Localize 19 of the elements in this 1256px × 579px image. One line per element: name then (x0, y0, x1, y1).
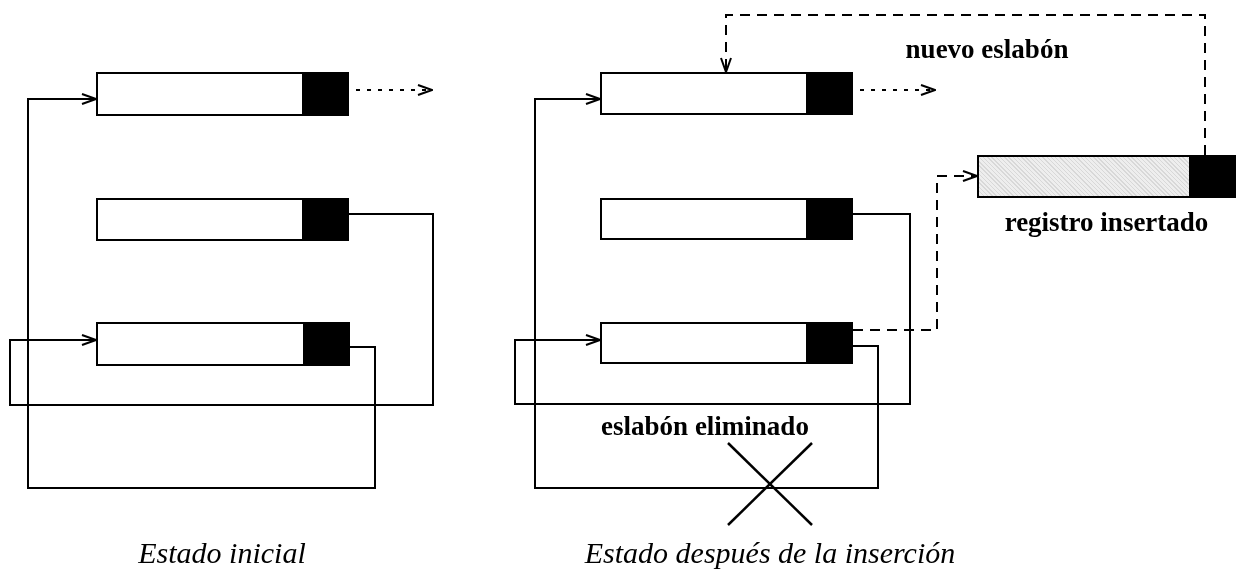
link-arrow (514, 213, 911, 405)
state-caption: Estado después de la inserción (584, 535, 956, 569)
state-caption: Estado inicial (138, 535, 306, 569)
record-box (96, 198, 349, 241)
inserted-record-box (977, 155, 1236, 198)
link-arrow (852, 170, 978, 331)
record-box (96, 322, 350, 366)
record-box (600, 72, 853, 115)
link-arrow (27, 93, 376, 489)
record-box (600, 322, 853, 364)
pointer-arrow (355, 84, 433, 96)
record-box (96, 72, 349, 116)
link-arrow (534, 93, 879, 489)
pointer-arrow (859, 84, 936, 96)
record-box (600, 198, 853, 240)
link-arrow (720, 14, 1206, 156)
record-caption: registro insertado (1004, 208, 1209, 238)
link-arrow (9, 213, 434, 406)
deleted-link-note: eslabón eliminado (601, 412, 809, 442)
